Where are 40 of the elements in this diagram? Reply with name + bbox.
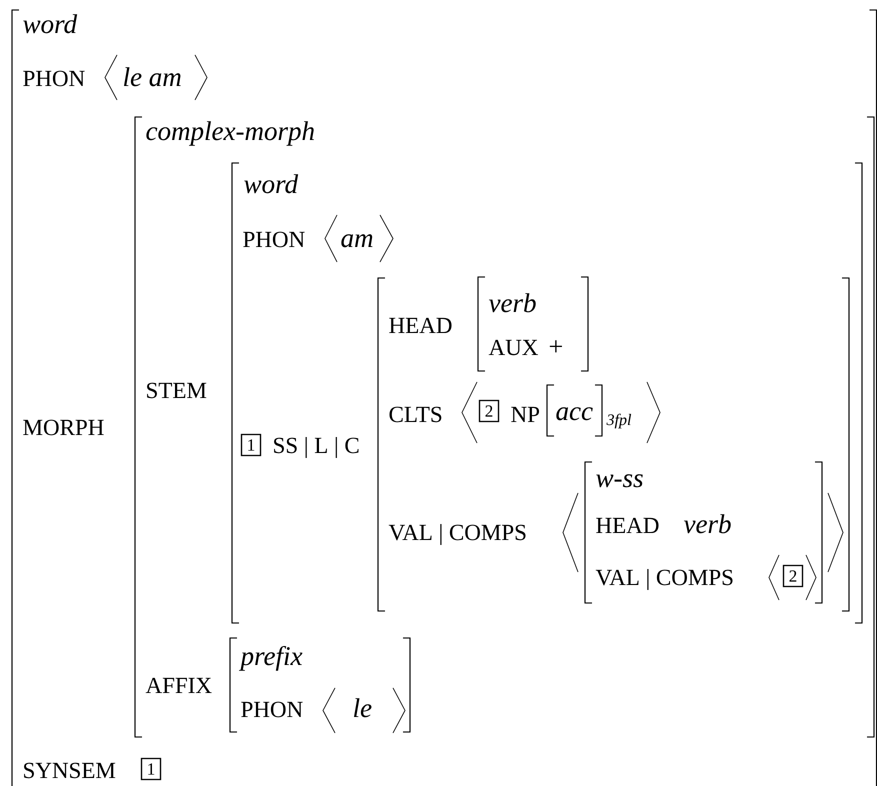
- tag-box: 1: [140, 758, 162, 780]
- feature-name: PHON: [241, 702, 303, 718]
- feature-name: STEM: [147, 382, 206, 398]
- tag-box: 2: [782, 564, 804, 588]
- subscript-label: 3fpl: [606, 414, 632, 428]
- avm-bracket: [11, 9, 877, 786]
- value-text: +: [550, 340, 562, 352]
- feature-name: SYNSEM: [24, 762, 116, 778]
- feature-name: SS | L | C: [274, 437, 358, 458]
- avm-bracket: [546, 384, 603, 437]
- feature-name: MORPH: [23, 420, 104, 436]
- type-label: am: [341, 234, 372, 248]
- avm-bracket: [134, 116, 875, 738]
- feature-name: VAL | COMPS: [388, 524, 526, 545]
- feature-name: HEAD: [389, 318, 452, 334]
- type-label: verb: [488, 293, 536, 312]
- tag-box: 2: [478, 400, 500, 422]
- feature-name: VAL | COMPS: [596, 569, 732, 590]
- feature-name: AUX: [488, 340, 538, 356]
- avm-bracket: [377, 277, 850, 612]
- type-label: word: [244, 174, 298, 194]
- feature-name: HEAD: [596, 518, 659, 534]
- feature-name: AFFIX: [146, 678, 212, 693]
- feature-name: CLTS: [390, 406, 442, 422]
- avm-bracket: [477, 276, 589, 372]
- type-label: le: [354, 698, 372, 718]
- avm-bracket: [229, 637, 411, 733]
- type-label: acc: [556, 407, 593, 420]
- type-label: w-ss: [596, 474, 643, 488]
- avm-bracket: [584, 461, 823, 604]
- feature-name: NP: [511, 406, 540, 422]
- feature-name: PHON: [243, 232, 305, 248]
- type-label: verb: [684, 514, 731, 534]
- feature-name: PHON: [23, 70, 85, 86]
- type-label: word: [23, 14, 78, 34]
- type-label: prefix: [238, 646, 302, 671]
- tag-box: 1: [240, 434, 262, 456]
- avm-bracket: [231, 162, 863, 624]
- type-label: complex-morph: [146, 121, 314, 146]
- type-label: le am: [124, 67, 181, 86]
